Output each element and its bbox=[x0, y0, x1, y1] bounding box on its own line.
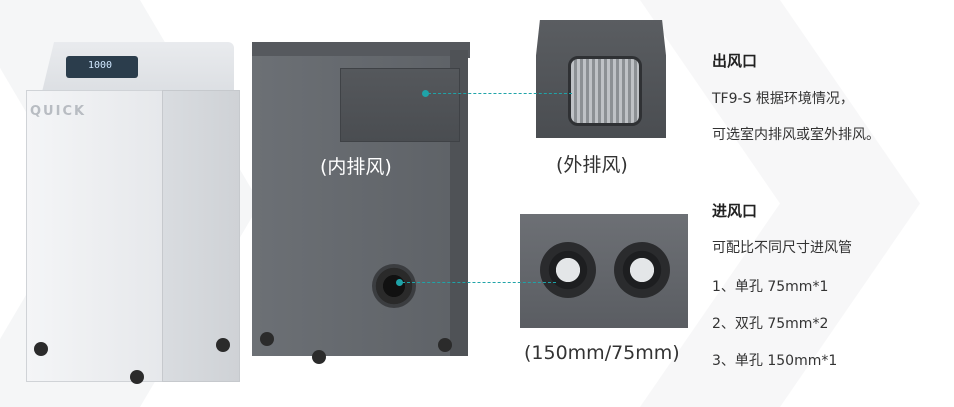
external-exhaust-outlet-photo bbox=[536, 20, 666, 138]
caption-inlet-size: (150mm/75mm) bbox=[524, 342, 680, 364]
white-unit-side bbox=[162, 90, 240, 382]
air-inlet-panel-photo bbox=[520, 208, 688, 328]
caster-wheel-icon bbox=[438, 338, 452, 352]
inlet-option: 1、单孔 75mm*1 bbox=[712, 279, 829, 295]
leader-dot bbox=[396, 279, 403, 286]
grey-extractor-unit: (内排风) bbox=[252, 42, 474, 364]
caption-external-exhaust: (外排风) bbox=[556, 154, 628, 176]
white-extractor-unit: 1000 QUICK bbox=[18, 42, 250, 394]
internal-exhaust-hood bbox=[340, 68, 460, 142]
air-inlet-port bbox=[372, 264, 416, 308]
brand-logo: QUICK bbox=[30, 104, 87, 119]
leader-dot bbox=[422, 90, 429, 97]
inlet-hole bbox=[540, 242, 596, 298]
inlet-title: 进风口 bbox=[712, 202, 758, 220]
caster-wheel-icon bbox=[260, 332, 274, 346]
control-panel-display: 1000 bbox=[88, 60, 113, 71]
outlet-grille bbox=[568, 56, 642, 126]
control-panel: 1000 bbox=[66, 56, 138, 78]
outlet-title: 出风口 bbox=[712, 52, 758, 70]
white-unit-front bbox=[26, 90, 164, 382]
grey-unit-top bbox=[252, 42, 470, 58]
caption-internal-exhaust: (内排风) bbox=[320, 156, 392, 178]
caster-wheel-icon bbox=[216, 338, 230, 352]
inlet-hole bbox=[614, 242, 670, 298]
caster-wheel-icon bbox=[34, 342, 48, 356]
background-chevron-right bbox=[640, 0, 920, 407]
leader-line-inlet bbox=[402, 282, 556, 283]
caster-wheel-icon bbox=[130, 370, 144, 384]
leader-line-outlet bbox=[428, 93, 572, 94]
outlet-description-line: TF9-S 根据环境情况， bbox=[712, 91, 854, 107]
outlet-description-line: 可选室内排风或室外排风。 bbox=[712, 127, 880, 143]
inlet-intro: 可配比不同尺寸进风管 bbox=[712, 240, 852, 256]
inlet-option: 3、单孔 150mm*1 bbox=[712, 353, 838, 369]
inlet-option: 2、双孔 75mm*2 bbox=[712, 316, 829, 332]
caster-wheel-icon bbox=[312, 350, 326, 364]
